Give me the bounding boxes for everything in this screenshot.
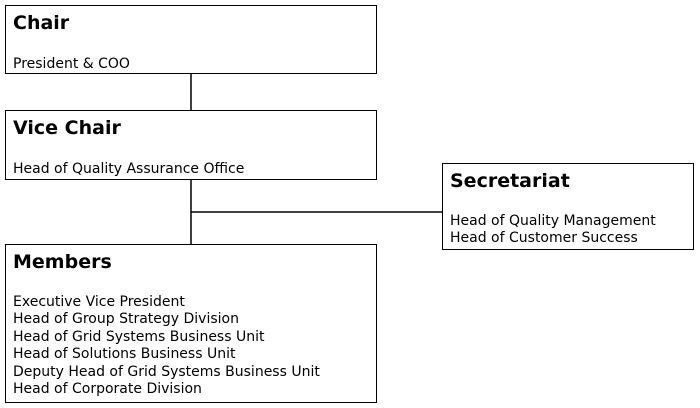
secretariat-line: Head of Customer Success — [450, 230, 638, 247]
chair-line: President & COO — [13, 56, 130, 72]
members-line: Head of Corporate Division — [13, 381, 202, 398]
members-title: Members — [13, 251, 112, 273]
chair-lines: President & COO — [13, 56, 130, 73]
members-line: Executive Vice President — [13, 294, 185, 310]
chair-box: Chair President & COO — [5, 5, 377, 74]
vice-chair-box: Vice Chair Head of Quality Assurance Off… — [5, 110, 377, 180]
secretariat-line: Head of Quality Management — [450, 213, 656, 229]
vice-chair-title: Vice Chair — [13, 117, 121, 139]
chair-title: Chair — [13, 12, 70, 34]
members-line: Head of Solutions Business Unit — [13, 346, 236, 363]
members-box: Members Executive Vice President Head of… — [5, 244, 377, 403]
members-line: Head of Grid Systems Business Unit — [13, 328, 265, 345]
members-lines: Executive Vice President Head of Group S… — [13, 294, 320, 398]
members-line: Deputy Head of Grid Systems Business Uni… — [13, 363, 320, 380]
secretariat-box: Secretariat Head of Quality Management H… — [442, 163, 694, 250]
secretariat-title: Secretariat — [450, 170, 570, 192]
secretariat-lines: Head of Quality Management Head of Custo… — [450, 213, 656, 248]
members-line: Head of Group Strategy Division — [13, 311, 239, 328]
vice-chair-lines: Head of Quality Assurance Office — [13, 161, 244, 178]
vice-chair-line: Head of Quality Assurance Office — [13, 161, 245, 177]
